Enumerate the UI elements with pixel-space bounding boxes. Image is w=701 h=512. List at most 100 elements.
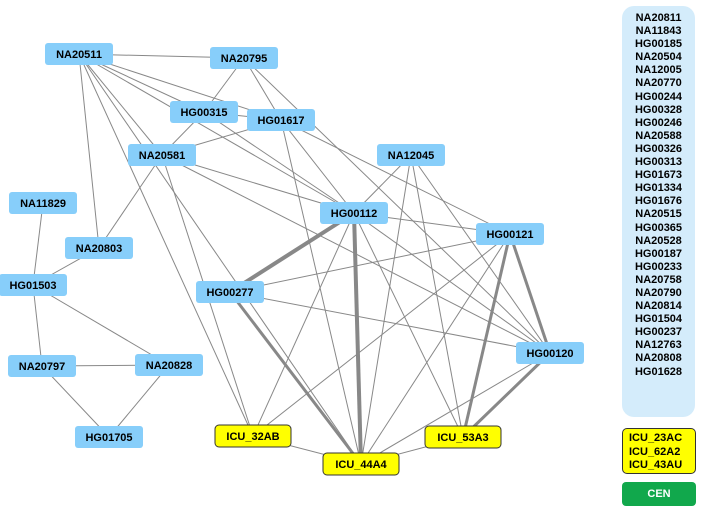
edge-HG00112-ICU_53A3 [353, 212, 464, 438]
side-list-item: HG00328 [634, 103, 683, 116]
edge-HG00121-ICU_44A4 [360, 233, 511, 465]
node-box [65, 237, 133, 259]
edge-NA20511-NA20803 [78, 53, 100, 249]
node-box [516, 342, 584, 364]
node-NA20803[interactable]: NA20803 [65, 237, 133, 259]
edge-NA11829-HG01503 [32, 202, 44, 286]
edge-HG00121-ICU_53A3 [461, 233, 512, 438]
node-box [476, 223, 544, 245]
edge-HG00112-HG00120 [353, 212, 551, 354]
node-HG00277[interactable]: HG00277 [196, 281, 264, 303]
node-NA20511[interactable]: NA20511 [45, 43, 113, 65]
node-box [128, 144, 196, 166]
edge-HG00315-HG00112 [203, 111, 355, 214]
node-label: NA20581 [139, 150, 185, 162]
side-list-item: HG00246 [634, 116, 683, 129]
edge-HG00277-ICU_44A4 [228, 291, 363, 465]
node-label: HG00315 [180, 107, 227, 119]
node-ICU_53A3[interactable]: ICU_53A3 [424, 425, 502, 449]
node-label: HG01617 [257, 115, 304, 127]
node-box [210, 47, 278, 69]
node-NA20795[interactable]: NA20795 [210, 47, 278, 69]
edge-HG01503-NA20797 [32, 284, 43, 367]
node-label: HG00120 [526, 348, 573, 360]
edge-NA20828-HG01705 [108, 364, 170, 438]
node-HG00121[interactable]: HG00121 [476, 223, 544, 245]
node-box [0, 274, 67, 296]
side-list-item: NA20588 [635, 129, 682, 142]
side-list-item: NA20758 [635, 273, 682, 286]
node-box [75, 426, 143, 448]
edge-NA20795-HG00120 [243, 57, 551, 354]
edge-HG00121-HG00277 [229, 233, 511, 293]
node-box [135, 354, 203, 376]
edge-HG00277-HG00120 [229, 291, 551, 354]
node-box [377, 144, 445, 166]
edge-NA20581-NA20803 [98, 154, 163, 249]
node-label: ICU_53A3 [437, 432, 488, 444]
node-label: NA20828 [146, 360, 192, 372]
node-label: NA12045 [388, 150, 434, 162]
edge-HG00121-HG00120 [508, 233, 552, 354]
node-box [45, 43, 113, 65]
side-list-item: NA12005 [635, 64, 682, 77]
node-box [196, 281, 264, 303]
node-HG01503[interactable]: HG01503 [0, 274, 67, 296]
node-NA11829[interactable]: NA11829 [9, 192, 77, 214]
side-list-item: NA12763 [635, 339, 682, 352]
icu-list-item: ICU_62A2 [629, 445, 681, 458]
node-label: ICU_32AB [226, 431, 279, 443]
node-box [320, 202, 388, 224]
edge-HG01617-HG00121 [280, 119, 511, 235]
node-label: HG01705 [85, 432, 132, 444]
node-HG01617[interactable]: HG01617 [247, 109, 315, 131]
node-label: HG01503 [9, 280, 56, 292]
edge-NA20511-HG01617 [78, 53, 282, 121]
cen-button[interactable]: CEN [622, 482, 696, 506]
node-NA20797[interactable]: NA20797 [8, 355, 76, 377]
edge-NA12045-ICU_44A4 [360, 154, 412, 465]
node-NA12045[interactable]: NA12045 [377, 144, 445, 166]
edge-NA20511-ICU_32AB [78, 53, 254, 437]
node-box [247, 109, 315, 131]
node-label: NA20795 [221, 53, 267, 65]
node-ICU_44A4[interactable]: ICU_44A4 [322, 452, 400, 476]
node-box [170, 101, 238, 123]
side-list-item: NA20770 [635, 77, 682, 90]
edge-HG01617-ICU_44A4 [280, 119, 362, 465]
side-list-item: HG01504 [634, 313, 683, 326]
side-list-item: HG00244 [634, 90, 683, 103]
node-label: ICU_44A4 [335, 459, 387, 471]
node-HG01705[interactable]: HG01705 [75, 426, 143, 448]
edge-HG01503-NA20828 [32, 284, 170, 366]
edge-NA12045-HG00120 [410, 154, 551, 354]
side-list-item: HG00326 [634, 142, 683, 155]
icu-list-item: ICU_43AU [629, 459, 683, 472]
icu-list-item: ICU_23AC [629, 432, 683, 444]
node-box [9, 192, 77, 214]
node-NA20581[interactable]: NA20581 [128, 144, 196, 166]
side-list-item: HG00313 [634, 156, 683, 169]
side-list-item: HG01676 [634, 195, 683, 208]
edge-HG00112-HG00277 [228, 211, 356, 294]
side-list-item: HG01628 [634, 365, 683, 378]
side-list-item: NA20504 [635, 51, 682, 64]
edge-HG00121-ICU_32AB [252, 233, 511, 437]
node-HG00315[interactable]: HG00315 [170, 101, 238, 123]
edge-NA20511-NA20581 [78, 53, 163, 156]
edge-HG00120-ICU_44A4 [360, 352, 551, 465]
node-label: HG00112 [331, 208, 377, 220]
node-HG00120[interactable]: HG00120 [516, 342, 584, 364]
side-list-item: NA20808 [635, 352, 682, 365]
node-HG00112[interactable]: HG00112 [320, 202, 388, 224]
side-list-item: NA20515 [635, 208, 682, 221]
side-list-item: NA20528 [635, 234, 682, 247]
node-box [8, 355, 76, 377]
edge-HG00112-ICU_32AB [252, 212, 355, 437]
node-ICU_32AB[interactable]: ICU_32AB [214, 424, 292, 448]
node-NA20828[interactable]: NA20828 [135, 354, 203, 376]
edge-HG00120-ICU_53A3 [461, 351, 552, 439]
